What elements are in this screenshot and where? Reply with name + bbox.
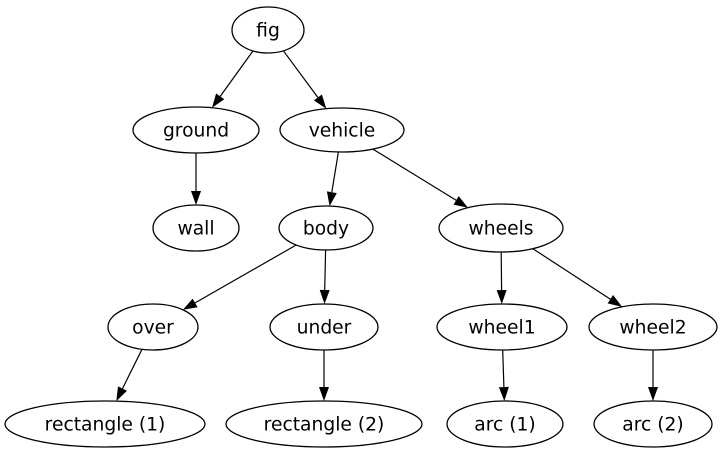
node-ellipse [436, 303, 568, 351]
edge-line [282, 50, 319, 98]
arrowhead-icon [116, 386, 127, 402]
node-label: body [303, 219, 349, 240]
node-ellipse [231, 6, 305, 54]
arrowhead-icon [453, 196, 468, 208]
arrowhead-icon [498, 386, 509, 401]
node-rect1: rectangle (1) [4, 400, 206, 448]
node-ground: ground [132, 106, 260, 154]
node-label: wheel1 [468, 318, 535, 339]
arrowhead-icon [496, 290, 507, 304]
node-label: under [297, 318, 352, 339]
arrowhead-icon [648, 387, 658, 401]
edge-body-over [183, 244, 297, 310]
node-label: wheel2 [619, 318, 686, 339]
edge-vehicle-body [326, 151, 339, 207]
edge-wheels-wheel2 [532, 248, 623, 307]
node-ellipse [438, 203, 564, 253]
node-label: over [132, 318, 174, 339]
node-wheel2: wheel2 [588, 303, 718, 351]
edge-wheels-wheel1 [496, 251, 507, 304]
edge-line [219, 50, 254, 97]
node-ellipse [279, 107, 405, 153]
node-wall: wall [152, 204, 240, 252]
node-wheels: wheels [438, 203, 564, 253]
edge-line [372, 148, 457, 201]
node-arc1: arc (1) [446, 400, 564, 448]
arrowhead-icon [326, 191, 337, 207]
node-label: arc (1) [474, 415, 535, 436]
node-label: rectangle (2) [264, 415, 385, 436]
node-label: arc (2) [622, 415, 683, 436]
arrowhead-icon [183, 298, 198, 310]
arrowhead-icon [607, 295, 623, 307]
node-wheel1: wheel1 [436, 303, 568, 351]
edge-body-under [319, 249, 330, 304]
edge-over-rect1 [116, 349, 143, 402]
arrowhead-icon [319, 387, 329, 401]
edge-line [331, 151, 339, 193]
node-body: body [278, 205, 374, 251]
edge-line [502, 349, 505, 388]
node-under: under [269, 303, 379, 351]
node-ellipse [446, 400, 564, 448]
node-label: vehicle [309, 121, 376, 142]
edge-wheel1-arc1 [498, 349, 509, 401]
node-ellipse [278, 205, 374, 251]
arrowhead-icon [212, 93, 225, 108]
node-arc2: arc (2) [593, 400, 713, 448]
node-label: rectangle (1) [45, 415, 166, 436]
node-label: wheels [468, 219, 533, 240]
edge-line [324, 249, 327, 291]
node-over: over [107, 303, 199, 351]
edge-under-rect2 [319, 350, 329, 401]
node-vehicle: vehicle [279, 107, 405, 153]
node-label: fig [256, 21, 280, 42]
node-ellipse [4, 400, 206, 448]
edge-fig-vehicle [282, 50, 327, 109]
edge-line [121, 349, 143, 389]
node-ellipse [107, 303, 199, 351]
node-label: ground [163, 121, 229, 142]
arrowhead-icon [191, 191, 201, 205]
edge-line [194, 244, 297, 304]
node-rect2: rectangle (2) [225, 400, 423, 448]
edge-fig-ground [212, 50, 254, 108]
edge-vehicle-wheels [372, 148, 468, 208]
edge-line [532, 248, 611, 300]
arrowhead-icon [319, 289, 330, 304]
node-fig: fig [231, 6, 305, 54]
node-label: wall [177, 219, 214, 240]
edge-wheel2-arc2 [648, 350, 658, 401]
arrowhead-icon [313, 94, 327, 109]
edge-ground-wall [191, 153, 201, 205]
